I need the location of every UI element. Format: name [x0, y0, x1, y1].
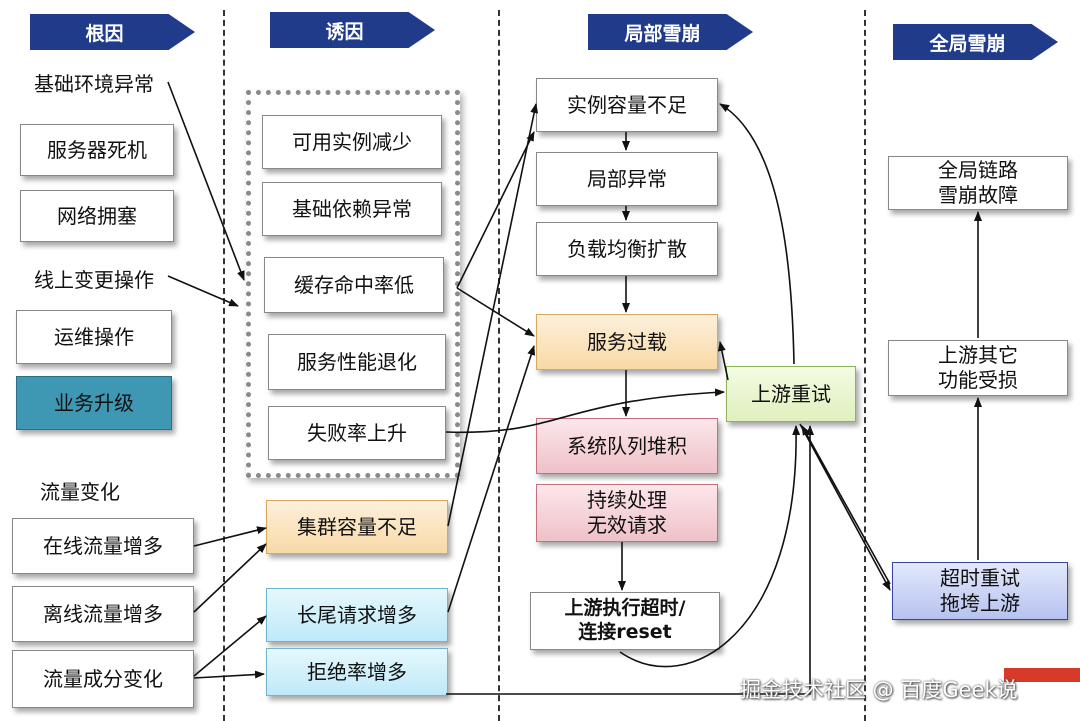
node-upstream-damage-line2: 功能受损 — [938, 368, 1018, 392]
arrow-timeout-to-retry — [619, 425, 801, 668]
node-server-down: 服务器死机 — [20, 124, 174, 176]
node-dependency-abnormal: 基础依赖异常 — [262, 182, 442, 236]
node-network-congestion: 网络拥塞 — [20, 190, 174, 242]
trigger-group-frame — [246, 90, 460, 478]
arrow-infra-to-cache — [167, 81, 245, 281]
node-perf-degrade: 服务性能退化 — [268, 334, 446, 390]
arrow-reject-to-retry — [446, 425, 814, 695]
node-queue-pileup: 系统队列堆积 — [536, 418, 718, 474]
label-infra-abnormal: 基础环境异常 — [34, 72, 154, 96]
node-upstream-damage-line1: 上游其它 — [938, 343, 1018, 367]
node-ops-operation: 运维操作 — [16, 310, 172, 364]
arrow-mix-to-reject — [193, 670, 265, 679]
node-reject-rate-up: 拒绝率增多 — [266, 648, 448, 696]
node-invalid-requests: 持续处理 无效请求 — [536, 484, 718, 542]
node-local-abnormal: 局部异常 — [536, 152, 718, 206]
node-cluster-capacity-low: 集群容量不足 — [266, 500, 448, 554]
arrow-timeout-retry-to-retry — [801, 425, 891, 585]
header-local-avalanche: 局部雪崩 — [588, 14, 753, 50]
node-instance-capacity-low: 实例容量不足 — [536, 78, 718, 132]
arrow-failure-to-retry — [445, 388, 725, 434]
arrow-change-to-group — [167, 275, 239, 307]
node-online-traffic-up: 在线流量增多 — [12, 518, 194, 574]
node-upstream-timeout-line2: 连接reset — [578, 621, 672, 643]
node-timeout-retry: 超时重试 拖垮上游 — [892, 562, 1068, 620]
node-traffic-mix-change: 流量成分变化 — [12, 650, 194, 708]
node-global-failure: 全局链路 雪崩故障 — [888, 156, 1068, 210]
node-long-tail-up: 长尾请求增多 — [266, 588, 448, 642]
arrow-mix-to-long-tail — [193, 615, 267, 677]
node-timeout-retry-line1: 超时重试 — [940, 566, 1020, 590]
node-global-failure-line2: 雪崩故障 — [938, 183, 1018, 207]
header-root-cause: 根因 — [30, 14, 195, 50]
arrow-online-traffic-to-cluster — [193, 526, 267, 547]
watermark-text: 掘金技术社区 @ 百度Geek说 — [740, 678, 1018, 702]
node-offline-traffic-up: 离线流量增多 — [12, 586, 194, 642]
node-upstream-timeout: 上游执行超时/ 连接reset — [530, 592, 720, 650]
node-cache-hit-low: 缓存命中率低 — [264, 257, 444, 313]
node-timeout-retry-line2: 拖垮上游 — [940, 591, 1020, 615]
node-business-upgrade: 业务升级 — [16, 376, 172, 430]
node-lb-spread: 负载均衡扩散 — [536, 222, 718, 276]
arrow-retry-to-instance-capacity — [719, 103, 795, 365]
node-invalid-requests-line1: 持续处理 — [587, 488, 667, 512]
node-upstream-retry: 上游重试 — [726, 366, 856, 422]
column-divider — [498, 10, 500, 721]
column-divider — [864, 10, 866, 721]
node-available-instances-down: 可用实例减少 — [262, 115, 442, 169]
label-online-change: 线上变更操作 — [34, 268, 154, 292]
node-global-failure-line1: 全局链路 — [938, 158, 1018, 182]
arrow-offline-traffic-to-cluster — [193, 543, 267, 613]
header-trigger: 诱因 — [270, 12, 435, 48]
label-traffic-change: 流量变化 — [40, 480, 120, 504]
arrow-retry-to-overload — [717, 341, 729, 381]
node-invalid-requests-line2: 无效请求 — [587, 513, 667, 537]
arrow-retry-to-timeout-retry — [799, 423, 891, 591]
watermark-bar — [1004, 668, 1080, 682]
arrow-cache-to-instance-capacity — [456, 131, 535, 289]
node-upstream-timeout-line1: 上游执行超时/ — [564, 597, 686, 620]
node-failure-rate-up: 失败率上升 — [268, 406, 446, 460]
node-service-overload: 服务过载 — [536, 314, 718, 370]
arrow-cache-to-overload — [456, 287, 535, 337]
arrow-long-tail-to-overload — [447, 345, 536, 613]
node-upstream-damage: 上游其它 功能受损 — [888, 340, 1068, 396]
arrow-cluster-to-instance-capacity — [447, 103, 539, 527]
column-divider — [223, 10, 225, 721]
header-global-avalanche: 全局雪崩 — [893, 24, 1058, 60]
